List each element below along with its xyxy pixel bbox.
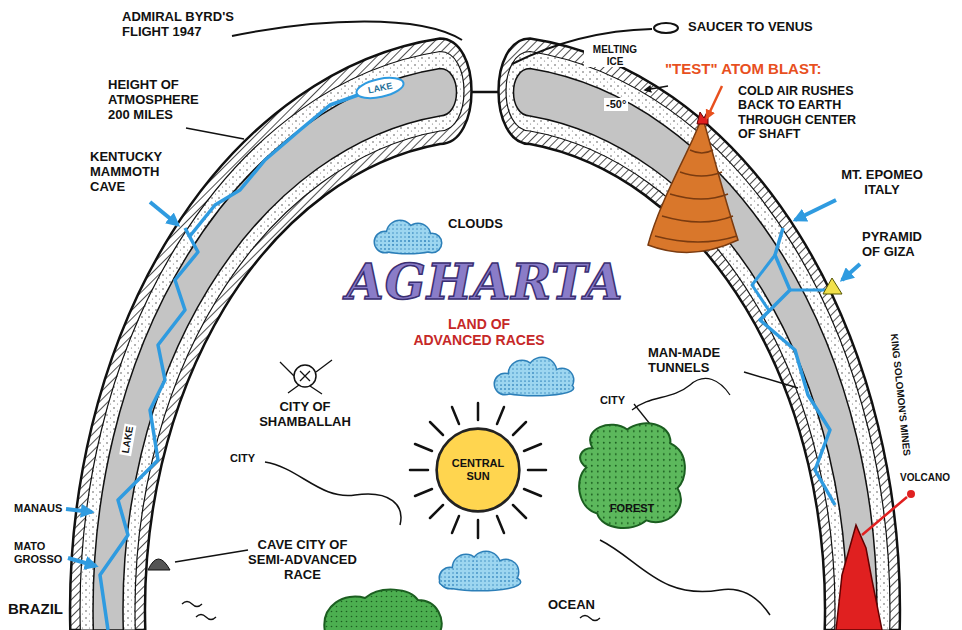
cave-tunnel xyxy=(752,255,775,312)
cloud-stipple xyxy=(375,221,441,253)
cloud-fill xyxy=(440,552,520,590)
tree-area xyxy=(324,590,441,630)
cloud-stipple xyxy=(440,552,520,590)
place-label: KING SOLOMON'S MINES xyxy=(888,333,912,456)
place-label: MT. EPOMEO ITALY xyxy=(832,168,932,198)
pointer-arrow xyxy=(66,509,92,512)
tunnels-leader xyxy=(744,372,798,388)
cave-symbol xyxy=(148,559,170,570)
sun-ray xyxy=(497,516,504,533)
place-label: PYRAMID OF GIZA xyxy=(862,230,936,260)
pointer-arrow xyxy=(842,264,860,280)
place-label: VOLCANO xyxy=(900,472,950,484)
node-text: CENTRAL SUN xyxy=(446,457,510,482)
flight-path xyxy=(232,22,462,41)
pointer-arrow xyxy=(68,558,96,566)
river-line xyxy=(632,378,730,410)
sun-ray xyxy=(513,422,526,435)
forest-stipple xyxy=(579,423,685,528)
forest-area: FOREST xyxy=(572,418,692,533)
sun-ray xyxy=(524,444,541,451)
pointer-arrow xyxy=(150,202,178,225)
sun-ray xyxy=(410,469,428,472)
place-label: MANAUS xyxy=(14,502,62,515)
sun-ray xyxy=(430,422,443,435)
sun-ray xyxy=(524,489,541,496)
cloud-stipple xyxy=(495,358,573,395)
sun-ray xyxy=(452,407,459,424)
cloud-outline xyxy=(495,358,573,395)
sun-ray xyxy=(497,407,504,424)
sun-ray xyxy=(477,403,480,420)
place-label: ADMIRAL BYRD'S FLIGHT 1947 xyxy=(122,10,257,40)
place-label: CITY xyxy=(230,452,255,465)
place-label: "TEST" ATOM BLAST: xyxy=(665,60,821,77)
sun-ray xyxy=(415,489,432,496)
cloud-fill xyxy=(495,358,573,395)
cloud-outline xyxy=(440,552,520,590)
place-label: CLOUDS xyxy=(448,217,503,232)
place-label: CAVE CITY OF SEMI-ADVANCED RACE xyxy=(240,538,365,583)
city-roads xyxy=(280,360,332,394)
forest-fill xyxy=(579,423,685,528)
place-label: SAUCER TO VENUS xyxy=(688,20,813,35)
crust-stipple-band xyxy=(80,52,464,630)
place-label: CITY xyxy=(600,394,625,407)
sun-ray xyxy=(528,469,546,472)
place-label: COLD AIR RUSHES BACK TO EARTH THROUGH CE… xyxy=(738,84,870,142)
sun-ray xyxy=(415,444,432,451)
place-label: KENTUCKY MAMMOTH CAVE xyxy=(90,150,180,195)
pointer-arrow xyxy=(795,200,836,220)
saucer-symbol xyxy=(654,23,678,33)
crust-gray-band xyxy=(514,69,877,630)
river-line xyxy=(265,462,401,525)
city-leader xyxy=(634,404,650,424)
sun-rays xyxy=(410,403,546,538)
cave-tunnel xyxy=(790,289,826,292)
volcano-leader xyxy=(862,497,907,535)
flight-path xyxy=(472,91,498,94)
atmosphere-leader xyxy=(186,128,244,139)
pyramid-symbol xyxy=(823,278,842,294)
cave-tunnel xyxy=(100,228,198,630)
volcano-shape xyxy=(836,525,882,630)
place-label: MELTING ICE xyxy=(584,44,646,67)
crust-stipple-band xyxy=(506,52,890,630)
cave-tunnel xyxy=(760,228,835,505)
cloud-fill xyxy=(375,221,441,253)
cone-stripes xyxy=(655,150,737,242)
blast-arrow xyxy=(707,86,722,118)
atom-blast-cone xyxy=(648,122,738,252)
melting-ice-mark xyxy=(645,86,668,90)
tree-area-stipple xyxy=(324,590,441,630)
crust-outer-band xyxy=(499,38,900,630)
forest-outline xyxy=(572,418,692,533)
sun-ray xyxy=(430,505,443,518)
node-text: FOREST xyxy=(610,502,655,515)
place-label: MATO GROSSO xyxy=(14,540,66,565)
cave-city-leader xyxy=(175,550,248,562)
place-label: -50° xyxy=(604,98,628,111)
sun-disc xyxy=(437,429,520,512)
place-label: CITY OF SHAMBALLAH xyxy=(240,400,370,430)
volcano-dot xyxy=(907,490,915,498)
sun-ray xyxy=(452,516,459,533)
place-label: LAND OF ADVANCED RACES xyxy=(410,316,548,348)
diagram-title: AGHARTA xyxy=(346,256,623,309)
crust-outer-band xyxy=(70,38,471,630)
cloud-outline xyxy=(375,221,441,253)
place-label: OCEAN xyxy=(548,598,595,613)
coast-line xyxy=(600,540,770,615)
sun-ray xyxy=(513,505,526,518)
central-sun: CENTRAL SUN xyxy=(434,426,522,514)
sun-ray xyxy=(477,520,480,538)
place-label: HEIGHT OF ATMOSPHERE 200 MILES xyxy=(108,78,208,123)
place-label: BRAZIL xyxy=(8,600,63,617)
place-label: MAN-MADE TUNNELS xyxy=(648,346,738,376)
cave-tunnel xyxy=(190,95,358,236)
lake-shape xyxy=(355,74,406,102)
